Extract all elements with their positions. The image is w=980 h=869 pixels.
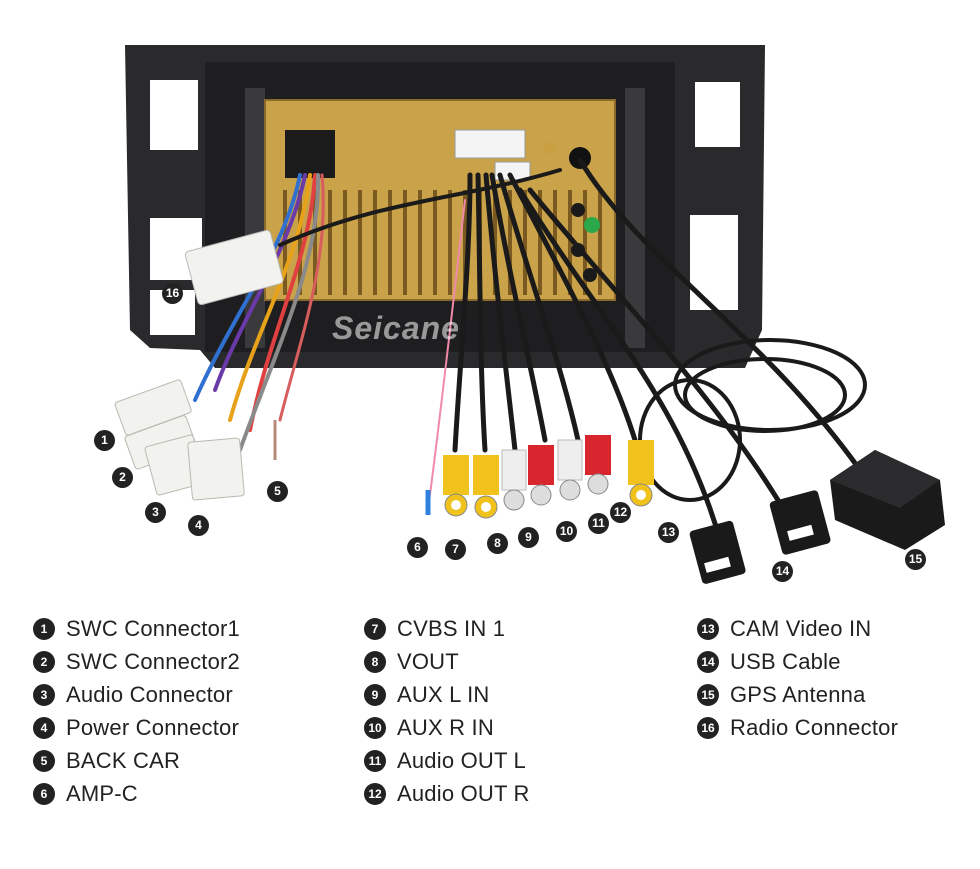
legend-item: 4 Power Connector <box>33 711 240 744</box>
legend-number: 8 <box>364 650 386 673</box>
legend-number: 4 <box>33 716 55 739</box>
callout-14: 14 <box>772 561 793 582</box>
legend-label: Audio OUT R <box>397 780 530 806</box>
legend-item: 2 SWC Connector2 <box>33 645 240 678</box>
callout-5: 5 <box>267 481 288 502</box>
callout-11: 11 <box>588 513 609 534</box>
legend-label: Radio Connector <box>730 714 899 740</box>
legend-label: AUX R IN <box>397 714 494 740</box>
harness-connectors <box>114 379 245 501</box>
legend-number: 11 <box>364 749 386 772</box>
legend-number: 3 <box>33 683 55 706</box>
legend-column-2: 7 CVBS IN 1 8 VOUT 9 AUX L IN 10 AUX R IN 11… <box>364 612 530 810</box>
legend-item: 5 BACK CAR <box>33 744 240 777</box>
legend-label: VOUT <box>397 648 459 674</box>
legend-label: CVBS IN 1 <box>397 615 506 641</box>
legend-item: 1 SWC Connector1 <box>33 612 240 645</box>
radio-connector <box>184 229 284 306</box>
legend-number: 13 <box>697 617 719 640</box>
callout-8: 8 <box>487 533 508 554</box>
callout-16: 16 <box>162 283 183 304</box>
legend-label: AUX L IN <box>397 681 490 707</box>
legend-item: 7 CVBS IN 1 <box>364 612 530 645</box>
legend-label: CAM Video IN <box>730 615 872 641</box>
legend-column-3: 13 CAM Video IN 14 USB Cable 15 GPS Antenna… <box>697 612 898 744</box>
usb-plugs <box>689 490 831 584</box>
legend-item: 6 AMP-C <box>33 777 240 810</box>
legend-number: 9 <box>364 683 386 706</box>
legend-label: Audio Connector <box>66 681 233 707</box>
callout-9: 9 <box>518 527 539 548</box>
legend-number: 16 <box>697 716 719 739</box>
callout-7: 7 <box>445 539 466 560</box>
legend-number: 14 <box>697 650 719 673</box>
legend-label: BACK CAR <box>66 747 181 773</box>
callout-2: 2 <box>112 467 133 488</box>
legend-number: 5 <box>33 749 55 772</box>
callout-1: 1 <box>94 430 115 451</box>
legend-item: 12 Audio OUT R <box>364 777 530 810</box>
legend-label: USB Cable <box>730 648 841 674</box>
legend-label: SWC Connector2 <box>66 648 240 674</box>
watermark-text: Seicane <box>332 310 460 346</box>
legend-column-1: 1 SWC Connector1 2 SWC Connector2 3 Audio C… <box>33 612 240 810</box>
rca-plugs <box>443 435 654 519</box>
legend-label: SWC Connector1 <box>66 615 240 641</box>
legend-label: GPS Antenna <box>730 681 866 707</box>
legend-number: 1 <box>33 617 55 640</box>
legend-item: 3 Audio Connector <box>33 678 240 711</box>
legend-number: 12 <box>364 782 386 805</box>
legend-label: Audio OUT L <box>397 747 526 773</box>
legend-item: 11 Audio OUT L <box>364 744 530 777</box>
legend-number: 15 <box>697 683 719 706</box>
product-photo: Seicane 1 2 3 4 5 6 7 8 9 10 11 12 13 14… <box>94 45 945 584</box>
callout-4: 4 <box>188 515 209 536</box>
legend-item: 9 AUX L IN <box>364 678 530 711</box>
head-unit-illustration <box>114 45 945 584</box>
legend-item: 10 AUX R IN <box>364 711 530 744</box>
legend-item: 13 CAM Video IN <box>697 612 898 645</box>
gps-antenna <box>830 450 945 550</box>
legend-number: 10 <box>364 716 386 739</box>
legend-item: 15 GPS Antenna <box>697 678 898 711</box>
callout-15: 15 <box>905 549 926 570</box>
legend-label: AMP-C <box>66 780 138 806</box>
callout-12: 12 <box>610 502 631 523</box>
legend-number: 7 <box>364 617 386 640</box>
callout-10: 10 <box>556 521 577 542</box>
callout-13: 13 <box>658 522 679 543</box>
legend-item: 16 Radio Connector <box>697 711 898 744</box>
legend-number: 6 <box>33 782 55 805</box>
legend-number: 2 <box>33 650 55 673</box>
legend-item: 8 VOUT <box>364 645 530 678</box>
callout-6: 6 <box>407 537 428 558</box>
callout-3: 3 <box>145 502 166 523</box>
legend-label: Power Connector <box>66 714 239 740</box>
legend-item: 14 USB Cable <box>697 645 898 678</box>
